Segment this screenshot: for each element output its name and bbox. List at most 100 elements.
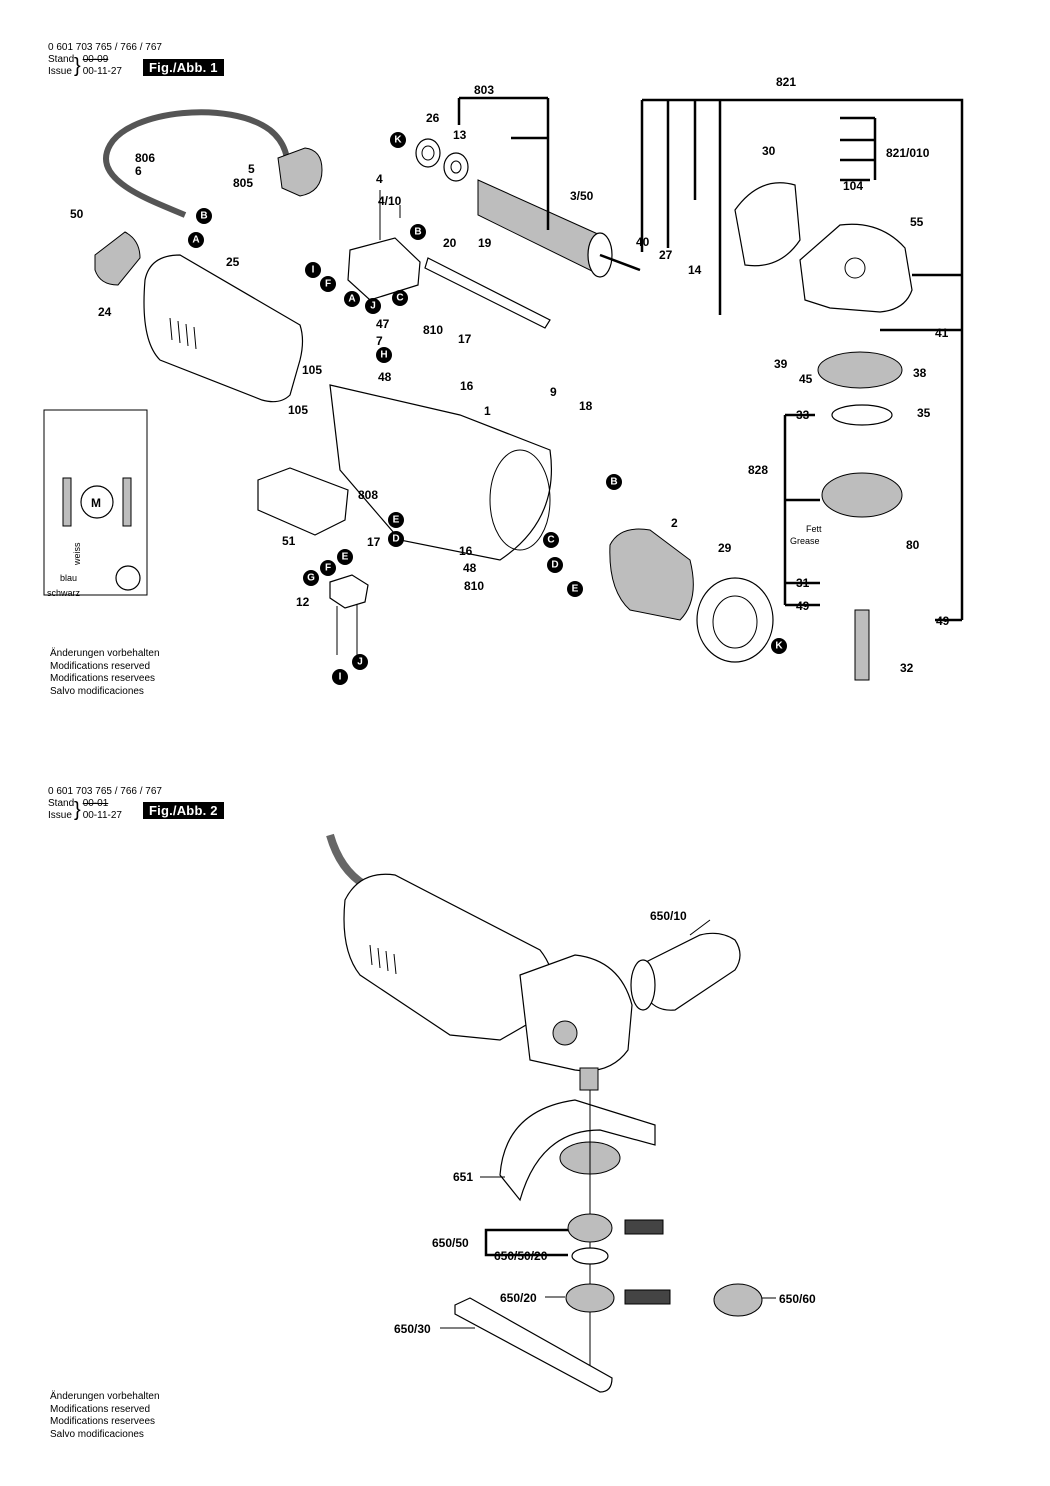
- callout-marker: F: [320, 560, 336, 576]
- callout-marker: C: [392, 290, 408, 306]
- part-label: 35: [917, 406, 931, 420]
- svg-text:J: J: [357, 657, 363, 668]
- fig1-header: 0 601 703 765 / 766 / 767 Stand Issue } …: [48, 42, 162, 78]
- fig2-nut-650-20: [565, 1283, 615, 1313]
- switch-assembly: [347, 237, 421, 301]
- part-label: 2: [671, 516, 678, 530]
- part-label: 32: [900, 661, 914, 675]
- fig2-stand-label: Stand: [48, 798, 75, 809]
- part-label: 805: [233, 176, 253, 190]
- part-label: 808: [358, 488, 378, 502]
- fig2-grinder-body: [343, 873, 555, 1041]
- svg-text:B: B: [200, 211, 207, 222]
- grease-label-de: Fett: [806, 524, 822, 534]
- flange-828: [821, 472, 903, 518]
- part-label: 14: [688, 263, 702, 277]
- part-label: 650/30: [394, 1322, 431, 1336]
- part-label: 55: [910, 215, 924, 229]
- part-label: 828: [748, 463, 768, 477]
- svg-text:E: E: [572, 584, 579, 595]
- svg-text:I: I: [339, 672, 342, 683]
- callout-marker: J: [365, 298, 381, 314]
- fig2-ring-650-50-20: [571, 1247, 609, 1265]
- fig2-flange-650-50: [567, 1213, 613, 1243]
- fig2-stand-date: 00-01: [82, 798, 109, 809]
- part-label: 6: [135, 164, 142, 178]
- callout-marker: J: [352, 654, 368, 670]
- fig2-cable: [326, 833, 368, 889]
- fig2-note-fr: Modifications reservees: [50, 1416, 156, 1427]
- fig1-note-de: Änderungen vorbehalten: [50, 648, 160, 659]
- fig1-notes: Änderungen vorbehalten Modifications res…: [50, 648, 160, 698]
- part-label: 31: [796, 576, 810, 590]
- svg-text:E: E: [342, 552, 349, 563]
- fig2-nut-650-60: [713, 1283, 763, 1317]
- svg-text:F: F: [325, 563, 331, 574]
- wire-label-black: schwarz: [47, 588, 81, 598]
- callout-marker: K: [771, 638, 787, 654]
- svg-text:B: B: [610, 477, 617, 488]
- part-label: 80: [906, 538, 920, 552]
- part-label: 821/010: [886, 146, 930, 160]
- part-label: 650/20: [500, 1291, 537, 1305]
- fig1-brace: }: [74, 55, 81, 77]
- part-label: 38: [913, 366, 927, 380]
- part-label: 650/10: [650, 909, 687, 923]
- part-label: 48: [463, 561, 477, 575]
- cover-30: [734, 182, 801, 267]
- part-label: 13: [453, 128, 467, 142]
- svg-text:K: K: [394, 135, 402, 146]
- part-label: 18: [579, 399, 593, 413]
- fig1-stand-label: Stand: [48, 54, 75, 65]
- svg-text:D: D: [551, 560, 558, 571]
- part-label: 24: [98, 305, 112, 319]
- fig2-notes: Änderungen vorbehalten Modifications res…: [50, 1391, 160, 1441]
- part-label: 1: [484, 404, 491, 418]
- svg-text:A: A: [348, 294, 355, 305]
- power-cable: [103, 109, 290, 218]
- housing-vent: [169, 317, 197, 350]
- fig1-leaders: [379, 96, 964, 622]
- callout-marker: I: [332, 669, 348, 685]
- callout-marker: E: [388, 512, 404, 528]
- callout-marker: B: [196, 208, 212, 224]
- fig2-issue-label: Issue: [48, 810, 72, 821]
- part-label: 51: [282, 534, 296, 548]
- field-coil: [609, 528, 694, 621]
- callout-marker: G: [303, 570, 319, 586]
- callout-marker: I: [305, 262, 321, 278]
- fig1-illustration: [43, 109, 913, 681]
- part-label: 803: [474, 83, 494, 97]
- part-label: 650/50: [432, 1236, 469, 1250]
- fig2-gear-head: [519, 954, 633, 1072]
- fig1-part-labels: 803 821 26 13 806 6 5 805 4 4/10 3/50 30…: [47, 75, 950, 675]
- part-label: 12: [296, 595, 310, 609]
- spindle: [854, 609, 870, 681]
- part-label: 30: [762, 144, 776, 158]
- main-housing: [329, 384, 552, 561]
- part-label: 105: [302, 363, 322, 377]
- svg-text:K: K: [775, 641, 783, 652]
- fig1-note-en: Modifications reserved: [50, 660, 151, 672]
- callout-marker: F: [320, 276, 336, 292]
- callout-marker: B: [606, 474, 622, 490]
- part-label: 810: [464, 579, 484, 593]
- part-label: 45: [799, 372, 813, 386]
- power-plug: [277, 147, 323, 197]
- part-label: 821: [776, 75, 796, 89]
- callout-marker: H: [376, 347, 392, 363]
- svg-text:I: I: [312, 265, 315, 276]
- callout-marker: A: [344, 291, 360, 307]
- wire-label-blue: blau: [60, 573, 77, 583]
- part-label: 650/50/20: [494, 1249, 548, 1263]
- wiring-schematic-frame: [43, 409, 148, 596]
- svg-text:C: C: [547, 535, 554, 546]
- motor-label: M: [91, 496, 101, 510]
- fig2-guard: [499, 1099, 656, 1202]
- svg-text:D: D: [392, 534, 399, 545]
- part-label: 29: [718, 541, 732, 555]
- fig2-note-en: Modifications reserved: [50, 1403, 151, 1415]
- part-label: 48: [378, 370, 392, 384]
- part-label: 49: [936, 614, 950, 628]
- wire-label-white: weiss: [72, 542, 82, 566]
